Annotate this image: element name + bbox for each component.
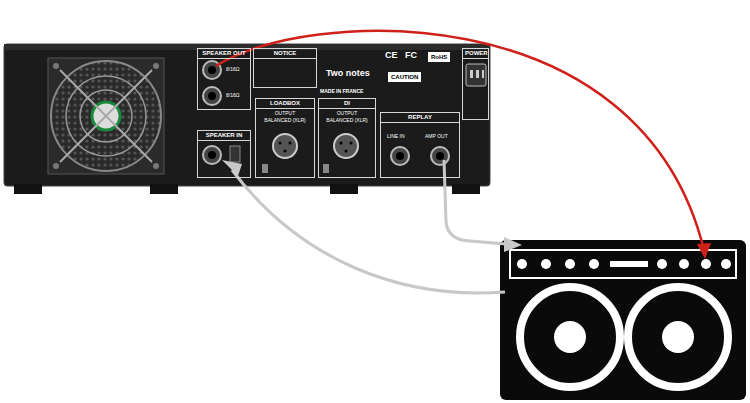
cable [216, 31, 711, 259]
section-label: BALANCED (XLR) [319, 116, 375, 123]
panel-section: DIOUTPUTBALANCED (XLR) [318, 98, 376, 178]
panel-marking: CE [385, 50, 398, 61]
panel-marking: 8/16Ω [226, 92, 239, 99]
panel-section: REPLAY LINE IN AMP OUT [380, 112, 460, 178]
section-heading: LOADBOX [256, 99, 314, 109]
panel-section: NOTICE [253, 48, 317, 88]
jack [431, 147, 449, 165]
cable [222, 160, 505, 293]
switch [230, 146, 240, 162]
jack [203, 87, 221, 105]
panel-marking: Two notes [326, 68, 370, 79]
xlr-connector [334, 134, 358, 158]
section-label: BALANCED (XLR) [256, 116, 314, 123]
panel-section: SPEAKER IN [197, 130, 251, 178]
combo-amp [500, 240, 746, 400]
section-heading: DI [319, 99, 375, 109]
fan [48, 58, 164, 174]
foot [330, 184, 358, 194]
jack [391, 147, 409, 165]
switch [323, 164, 329, 173]
section-heading: POWER [463, 49, 488, 59]
section-heading: SPEAKER OUT [198, 49, 250, 59]
section-heading: REPLAY [381, 113, 459, 123]
section-heading: SPEAKER IN [198, 131, 250, 141]
cable [444, 160, 522, 252]
section-label: OUTPUT [256, 109, 314, 116]
chassis-bevel [4, 44, 490, 50]
panel-marking: MADE IN FRANCE [320, 88, 363, 95]
panel-marking: RoHS [428, 52, 450, 62]
panel-section: POWER [462, 48, 489, 120]
panel-marking: 8/16Ω [226, 66, 239, 73]
jack [203, 146, 221, 164]
foot [14, 184, 42, 194]
section-label: LINE IN [387, 133, 405, 139]
panel-section: LOADBOXOUTPUTBALANCED (XLR) [255, 98, 315, 178]
panel-marking: CAUTION [388, 72, 421, 82]
panel-marking: FC [405, 50, 417, 61]
power-inlet [466, 64, 486, 86]
xlr-connector [273, 134, 297, 158]
foot [150, 184, 178, 194]
panel-section: SPEAKER OUT [197, 48, 251, 110]
section-label: AMP OUT [425, 133, 448, 139]
foot [452, 184, 480, 194]
switch [262, 164, 268, 173]
section-label: OUTPUT [319, 109, 375, 116]
chassis [4, 44, 490, 186]
section-heading: NOTICE [254, 49, 316, 59]
